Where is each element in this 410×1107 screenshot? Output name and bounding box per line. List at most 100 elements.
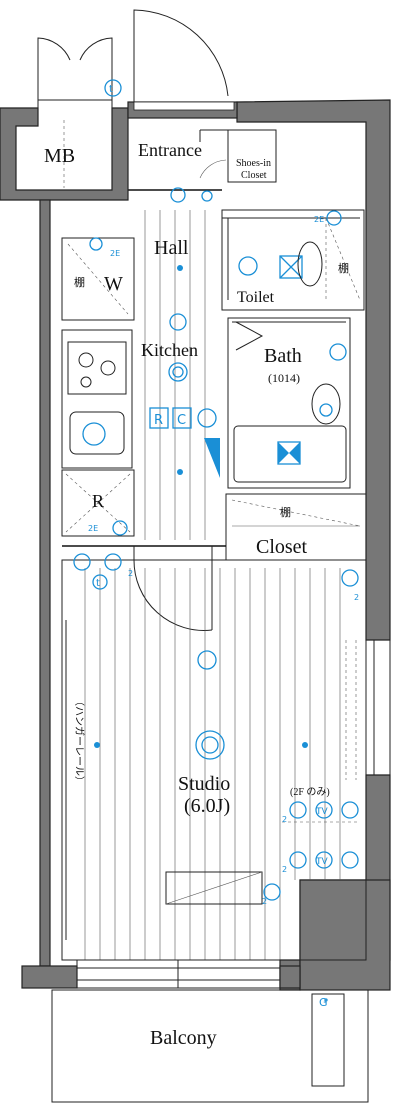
balcony xyxy=(51,989,369,1103)
studio-outlet-icon-2 xyxy=(104,553,122,571)
bath-light-icon xyxy=(329,343,347,361)
studio-ceiling-light-inner xyxy=(201,736,219,754)
label-2e-fridge: 2E xyxy=(88,524,98,533)
2f-tv-icon xyxy=(315,801,333,819)
annotation-labels: 棚 棚 棚 （ハンガーレール） (2F のみ) 2E 2E 2E R C TV … xyxy=(73,84,359,1009)
gas-label: G xyxy=(319,996,328,1009)
shoes-closet xyxy=(227,129,277,183)
label-bath: Bath xyxy=(264,345,302,367)
mb-door-right-swing xyxy=(79,37,113,108)
shoes-closet-door xyxy=(199,129,228,142)
telephone-label-top: t xyxy=(109,84,113,95)
equipment xyxy=(73,79,360,1002)
range-c-box xyxy=(172,407,192,429)
walls xyxy=(0,99,391,991)
entry-doors xyxy=(37,9,229,108)
burner-2 xyxy=(100,360,116,376)
studio-ceiling-light-icon xyxy=(195,730,225,760)
studio-outlet-icon-1 xyxy=(73,553,91,571)
range-r-label: R xyxy=(154,413,163,428)
gas-point xyxy=(324,998,328,1002)
label-studio-size: (6.0J) xyxy=(184,795,230,817)
label-shoes-closet-2: Closet xyxy=(241,170,267,181)
mb-wall xyxy=(0,107,129,201)
bath-room xyxy=(227,317,351,489)
entrance-door-frame xyxy=(133,101,235,111)
heater-outlet-icon xyxy=(263,883,281,901)
bottom-wall-right xyxy=(279,965,301,989)
burner-1 xyxy=(78,352,94,368)
lan-icon-lower xyxy=(341,851,359,869)
ceiling-light-inner-kitchen xyxy=(172,366,184,378)
toilet-fan-icon xyxy=(279,255,303,279)
label-fridge: R xyxy=(92,491,104,511)
label-2e-washer: 2E xyxy=(110,249,120,258)
toilet-outlet-icon xyxy=(326,210,342,226)
hall-flooring xyxy=(144,210,206,540)
ceiling-light-icon-entrance xyxy=(170,187,186,203)
tv-label-2: TV xyxy=(315,857,328,867)
telephone-label-studio: t xyxy=(96,578,100,589)
entrance-door-swing xyxy=(133,9,229,102)
partitions xyxy=(51,118,391,1103)
label-entrance: Entrance xyxy=(138,140,202,160)
bottom-wall-left xyxy=(21,965,78,989)
floor-heater xyxy=(165,871,263,905)
shelf-toilet: 棚 xyxy=(338,261,349,275)
toilet-light-icon xyxy=(238,256,258,276)
range-r-box xyxy=(149,407,169,429)
tv-icon-lower xyxy=(315,851,333,869)
ceiling-light-icon-kitchen xyxy=(168,362,188,382)
studio-telephone-icon xyxy=(92,574,108,590)
outlet-dot-kitchen xyxy=(177,469,183,475)
fridge-outlet-icon xyxy=(112,520,128,536)
interphone-icon xyxy=(197,408,217,428)
label-mb: MB xyxy=(44,145,75,167)
label-washer: W xyxy=(104,273,123,295)
toilet-shelf-diag xyxy=(325,217,361,301)
range-c-label: C xyxy=(177,413,186,428)
wash-basin xyxy=(311,383,341,425)
fridge-area xyxy=(61,469,135,537)
tv-label-1: TV xyxy=(315,807,328,817)
studio-door-swing xyxy=(133,546,213,631)
label-balcony: Balcony xyxy=(150,1027,217,1049)
bath-fan-fill xyxy=(278,442,300,464)
shelf-closet: 棚 xyxy=(280,505,291,519)
label-2e-toilet: 2E xyxy=(314,215,324,224)
right-wall-upper xyxy=(236,99,391,641)
2f-outlet-icon xyxy=(289,801,307,819)
sink xyxy=(69,411,125,455)
switch-triangle-icon xyxy=(204,438,220,478)
right-window xyxy=(365,639,391,776)
light-icon-shoes xyxy=(201,190,213,202)
telephone-icon-top xyxy=(104,79,122,97)
studio-smoke-icon xyxy=(197,650,217,670)
label-shoes-closet-1: Shoes-in xyxy=(236,158,271,169)
shelf-washer: 棚 xyxy=(74,275,85,289)
floor-heater-diag xyxy=(165,871,263,905)
ceiling-light-icon-hall xyxy=(169,313,187,331)
num2-b: 2 xyxy=(354,593,359,602)
outlet-icon-lower xyxy=(289,851,307,869)
outlet-dot-studio-left xyxy=(94,742,100,748)
toilet-room xyxy=(221,209,365,311)
outlet-dot-studio-right xyxy=(302,742,308,748)
label-toilet: Toilet xyxy=(237,289,275,306)
stove xyxy=(67,341,127,395)
label-kitchen: Kitchen xyxy=(141,340,198,360)
closet-outlet-icon xyxy=(341,569,359,587)
wash-basin-outlet-icon xyxy=(319,403,333,417)
bath-door xyxy=(235,321,264,351)
right-wall-block xyxy=(299,879,391,991)
shoes-door-arc xyxy=(199,159,227,179)
faucet-icon xyxy=(82,422,106,446)
burner-3 xyxy=(80,376,92,388)
fridge-diag-2 xyxy=(65,473,131,533)
label-closet: Closet xyxy=(256,536,308,558)
gas-meter xyxy=(311,993,345,1087)
num2-d: 2 xyxy=(282,865,287,874)
outlet-dot-hall xyxy=(177,265,183,271)
kitchen-counter xyxy=(61,329,133,469)
